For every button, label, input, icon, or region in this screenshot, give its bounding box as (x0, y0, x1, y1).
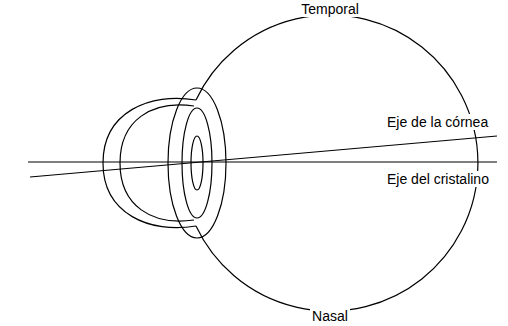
axis-label: Eje de la córnea (385, 114, 490, 130)
axis-label: Nasal (310, 308, 350, 324)
eyeball-outline (196, 15, 478, 311)
axis-label: Eje del cristalino (385, 171, 491, 187)
axis-label: Temporal (299, 1, 361, 17)
lens-axis (28, 161, 497, 162)
lens-outer (168, 88, 226, 238)
